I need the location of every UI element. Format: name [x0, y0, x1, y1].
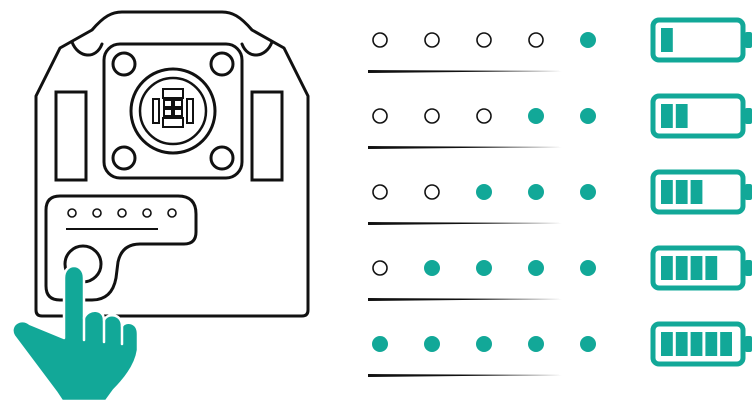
device-indicator-dot	[67, 208, 77, 218]
row-underline	[368, 374, 562, 377]
charge-level-row	[368, 245, 752, 301]
charge-level-row	[368, 17, 752, 73]
battery-terminal	[745, 108, 752, 124]
battery-bar	[661, 104, 673, 128]
indicator-dot-off	[424, 184, 440, 200]
indicator-dot-lit	[424, 336, 440, 352]
battery-bar	[675, 180, 688, 204]
battery-icon	[650, 169, 752, 215]
row-underline	[368, 298, 562, 301]
battery-icon	[650, 93, 752, 139]
battery-bar	[690, 332, 703, 356]
pointing-hand-icon	[11, 264, 140, 401]
indicator-dot-off	[372, 184, 388, 200]
battery-bar	[705, 332, 718, 356]
battery-body	[650, 93, 746, 139]
device-indicator-dot	[142, 208, 152, 218]
indicator-dot-off	[372, 32, 388, 48]
screw-top-right	[209, 51, 235, 77]
row-underline	[368, 222, 562, 225]
battery-body	[650, 321, 746, 367]
battery-icon	[650, 17, 752, 63]
battery-terminal	[745, 32, 752, 48]
indicator-dot-lit	[580, 108, 596, 124]
screw-bottom-right	[209, 145, 235, 171]
battery-icon	[650, 245, 752, 291]
battery-bar	[661, 256, 673, 280]
battery-icon	[650, 321, 752, 367]
indicator-dot-off	[528, 32, 544, 48]
charge-level-row	[368, 93, 752, 149]
battery-body	[650, 169, 746, 215]
charge-level-row	[368, 169, 752, 225]
indicator-dot-off	[476, 108, 492, 124]
device-indicator-dot	[92, 208, 102, 218]
battery-body	[650, 17, 746, 63]
row-underline	[368, 70, 562, 73]
indicator-dot-off	[424, 32, 440, 48]
battery-body	[650, 245, 746, 291]
sensor-chip-icon	[152, 88, 194, 128]
sensor-lens	[129, 67, 217, 155]
battery-bar	[675, 332, 688, 356]
charge-level-row	[368, 321, 752, 377]
indicator-dot-off	[372, 260, 388, 276]
sensor-lens-inner	[138, 76, 208, 146]
indicator-dot-lit	[580, 184, 596, 200]
side-grip-left	[54, 90, 88, 182]
screw-top-left	[111, 51, 137, 77]
battery-bar	[661, 180, 673, 204]
indicator-dot-lit	[580, 260, 596, 276]
indicator-dot-lit	[528, 184, 544, 200]
battery-bar	[690, 180, 703, 204]
indicator-dot-lit	[476, 336, 492, 352]
indicator-dot-lit	[528, 336, 544, 352]
indicator-dot-lit	[372, 336, 388, 352]
device-indicator-dot	[117, 208, 127, 218]
row-underline	[368, 146, 562, 149]
indicator-dot-lit	[528, 260, 544, 276]
device-notch-right	[240, 40, 274, 57]
device-indicator-dots	[67, 208, 177, 218]
indicator-dot-off	[372, 108, 388, 124]
sensor-housing	[102, 42, 244, 180]
battery-terminal	[745, 336, 752, 352]
battery-bar	[720, 332, 732, 356]
battery-bar	[705, 256, 718, 280]
device-body-icon	[34, 10, 310, 318]
indicator-dot-lit	[580, 336, 596, 352]
device-notch-left	[70, 40, 104, 57]
screw-bottom-left	[111, 145, 137, 171]
indicator-dot-off	[424, 108, 440, 124]
battery-bar	[661, 28, 673, 52]
device-indicator-dot	[167, 208, 177, 218]
battery-terminal	[745, 260, 752, 276]
device-outline	[34, 10, 310, 318]
indicator-dot-off	[476, 32, 492, 48]
indicator-dot-lit	[476, 260, 492, 276]
side-grip-right	[250, 90, 284, 182]
battery-bar	[675, 256, 688, 280]
control-panel	[44, 194, 198, 302]
battery-bar	[690, 256, 703, 280]
indicator-dot-lit	[580, 32, 596, 48]
charge-level-list	[368, 17, 752, 377]
indicator-dot-lit	[424, 260, 440, 276]
indicator-dot-lit	[528, 108, 544, 124]
battery-bar	[661, 332, 673, 356]
indicator-dot-lit	[476, 184, 492, 200]
battery-bar	[675, 104, 688, 128]
battery-terminal	[745, 184, 752, 200]
